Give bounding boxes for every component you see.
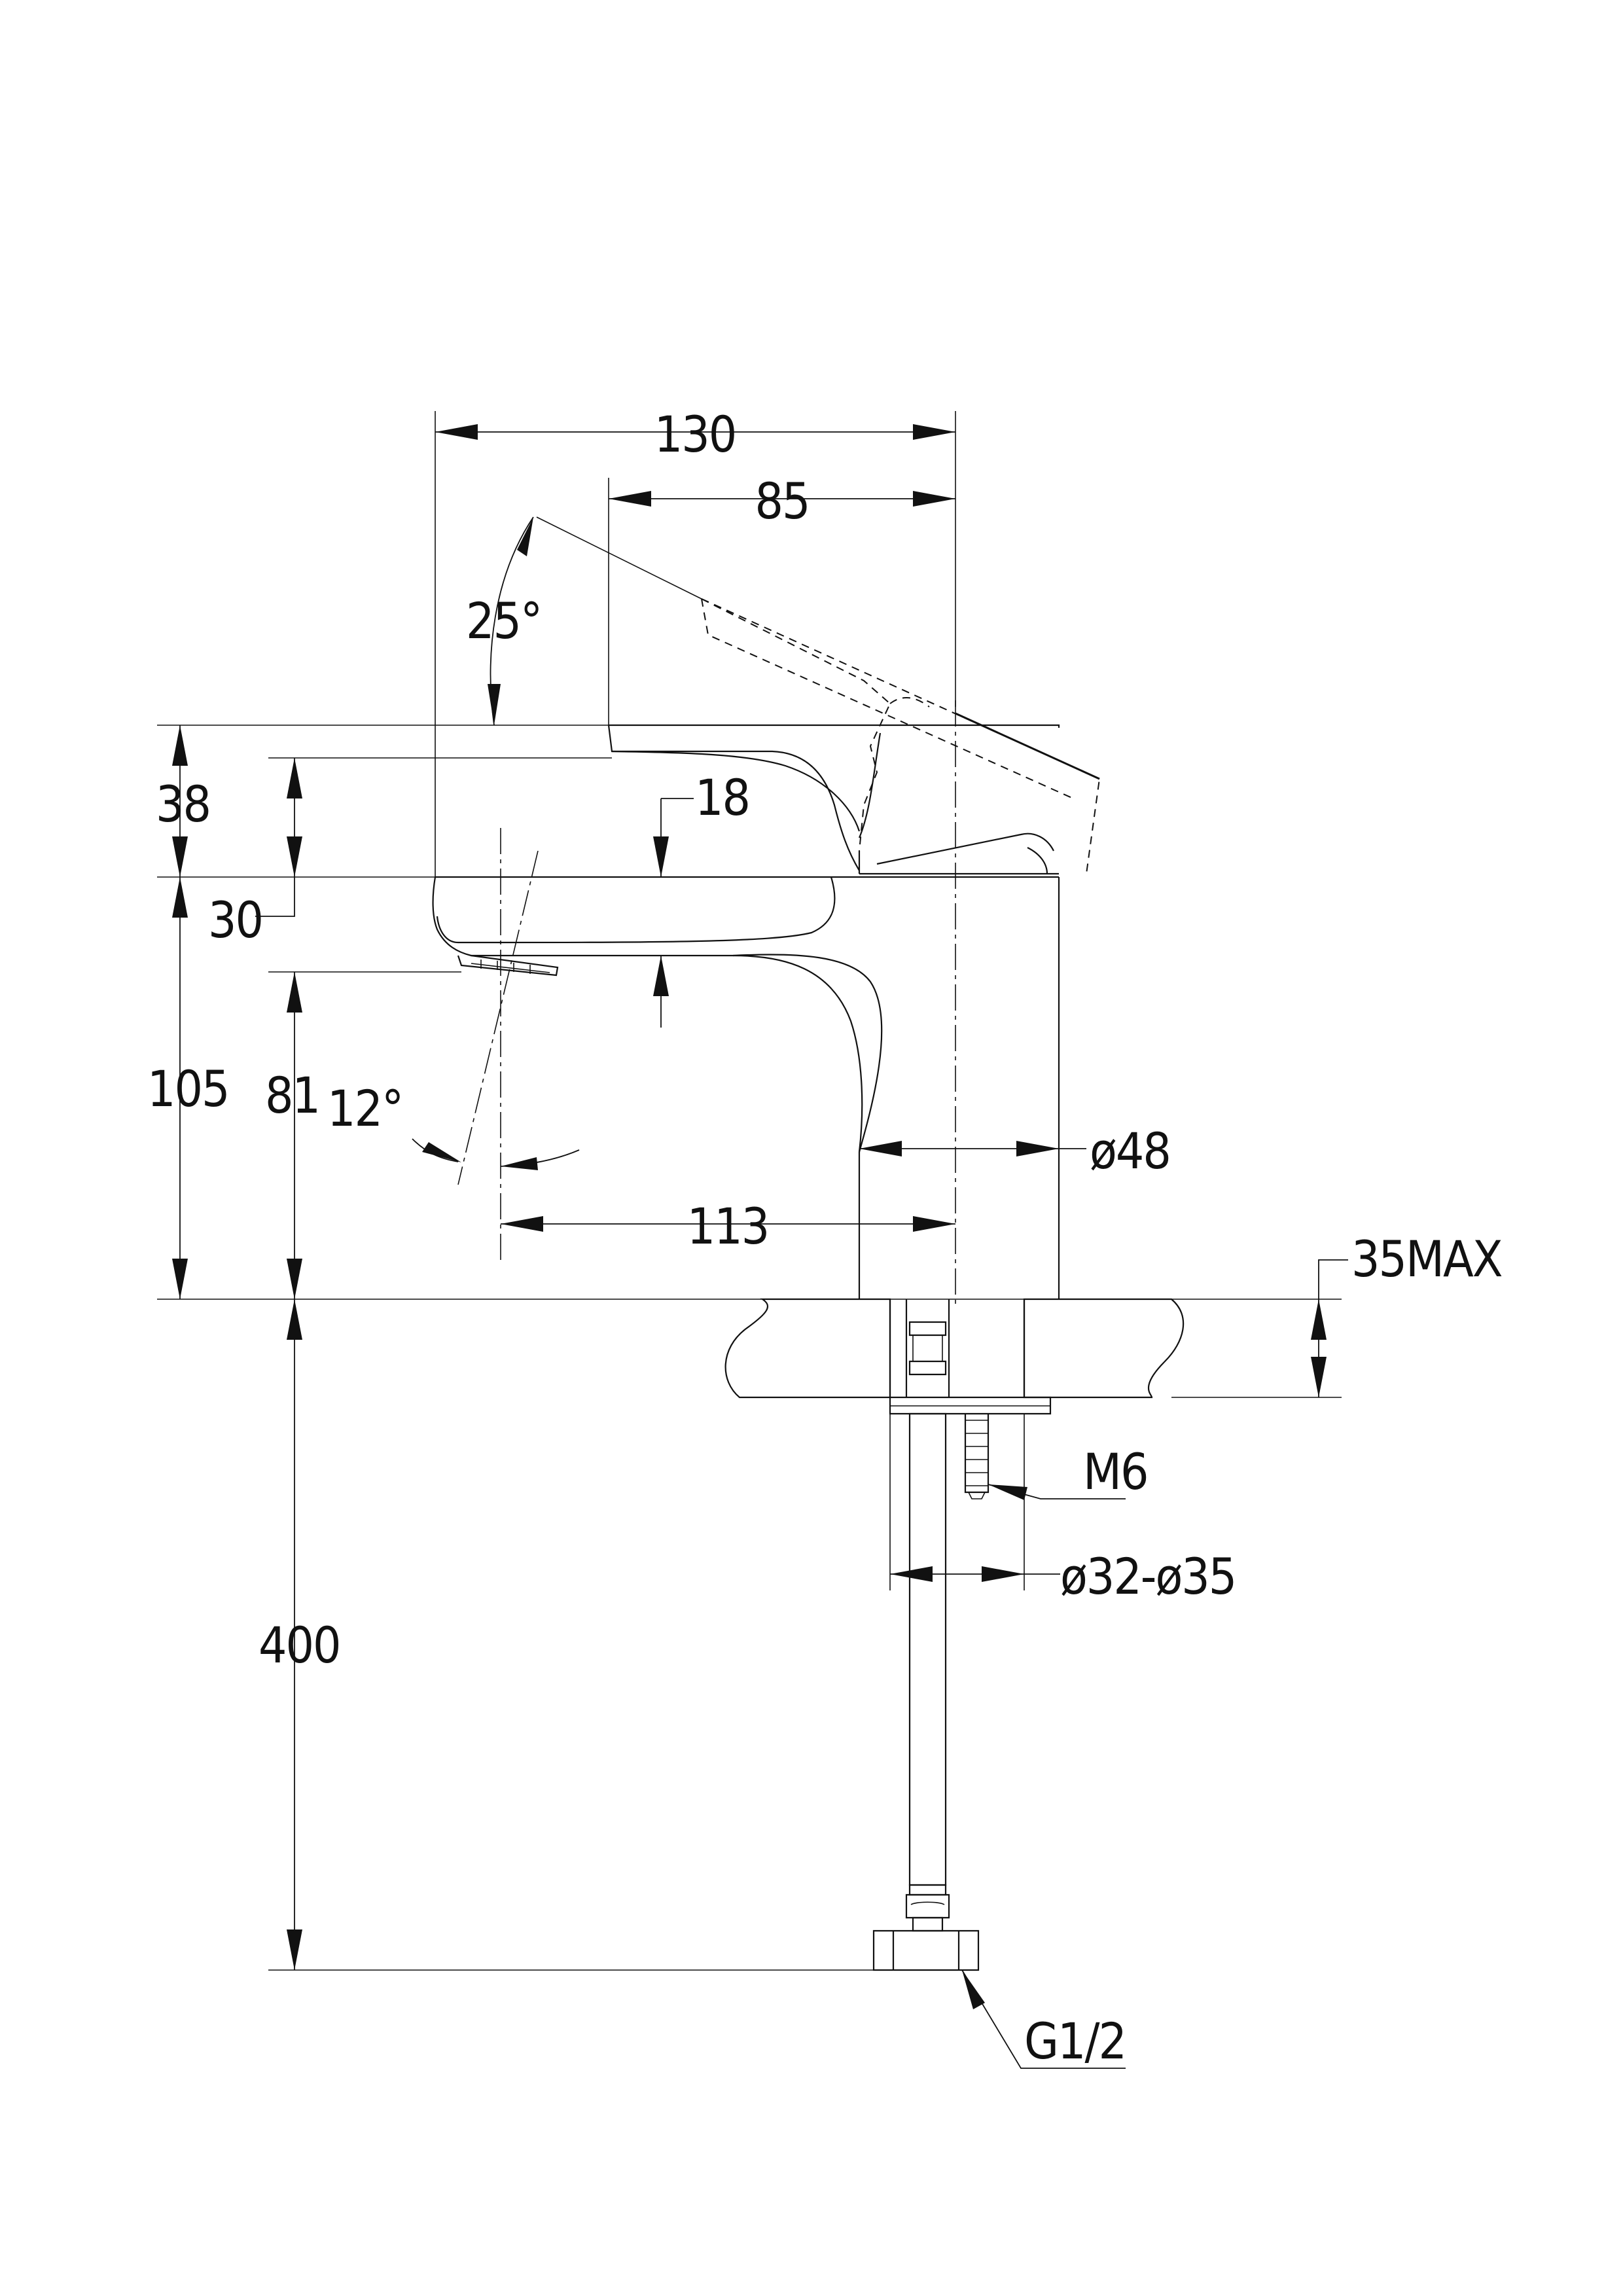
dim-body-diameter: ø48 bbox=[1090, 1122, 1170, 1180]
dim-spout-offset: 30 bbox=[208, 891, 262, 949]
dimension-lines bbox=[157, 411, 1348, 2069]
faucet-body bbox=[432, 598, 1101, 1309]
dim-hole-diameter: ø32-ø35 bbox=[1060, 1547, 1236, 1605]
countertop-section bbox=[724, 1298, 1185, 1415]
dim-spout-thickness: 18 bbox=[695, 768, 749, 827]
dim-spout-reach: 113 bbox=[687, 1197, 768, 1255]
dim-overall-length: 130 bbox=[654, 405, 736, 463]
dim-outlet-height: 81 bbox=[265, 1066, 319, 1124]
dim-spout-height: 105 bbox=[147, 1060, 228, 1118]
dim-outlet-angle: 12° bbox=[327, 1079, 402, 1138]
dim-counter-thickness: 35MAX bbox=[1351, 1230, 1502, 1288]
dim-stud-thread: M6 bbox=[1083, 1443, 1148, 1501]
dim-handle-angle: 25° bbox=[466, 592, 541, 650]
dim-handle-length: 85 bbox=[755, 472, 810, 530]
dim-hose-connection: G1/2 bbox=[1024, 2012, 1126, 2070]
dim-body-top-height: 38 bbox=[156, 775, 210, 833]
supply-hose bbox=[872, 1299, 990, 1971]
dim-hose-length: 400 bbox=[259, 1616, 340, 1674]
dimension-labels: 130 85 25° 38 30 18 105 81 12° ø48 113 3… bbox=[147, 405, 1503, 2070]
